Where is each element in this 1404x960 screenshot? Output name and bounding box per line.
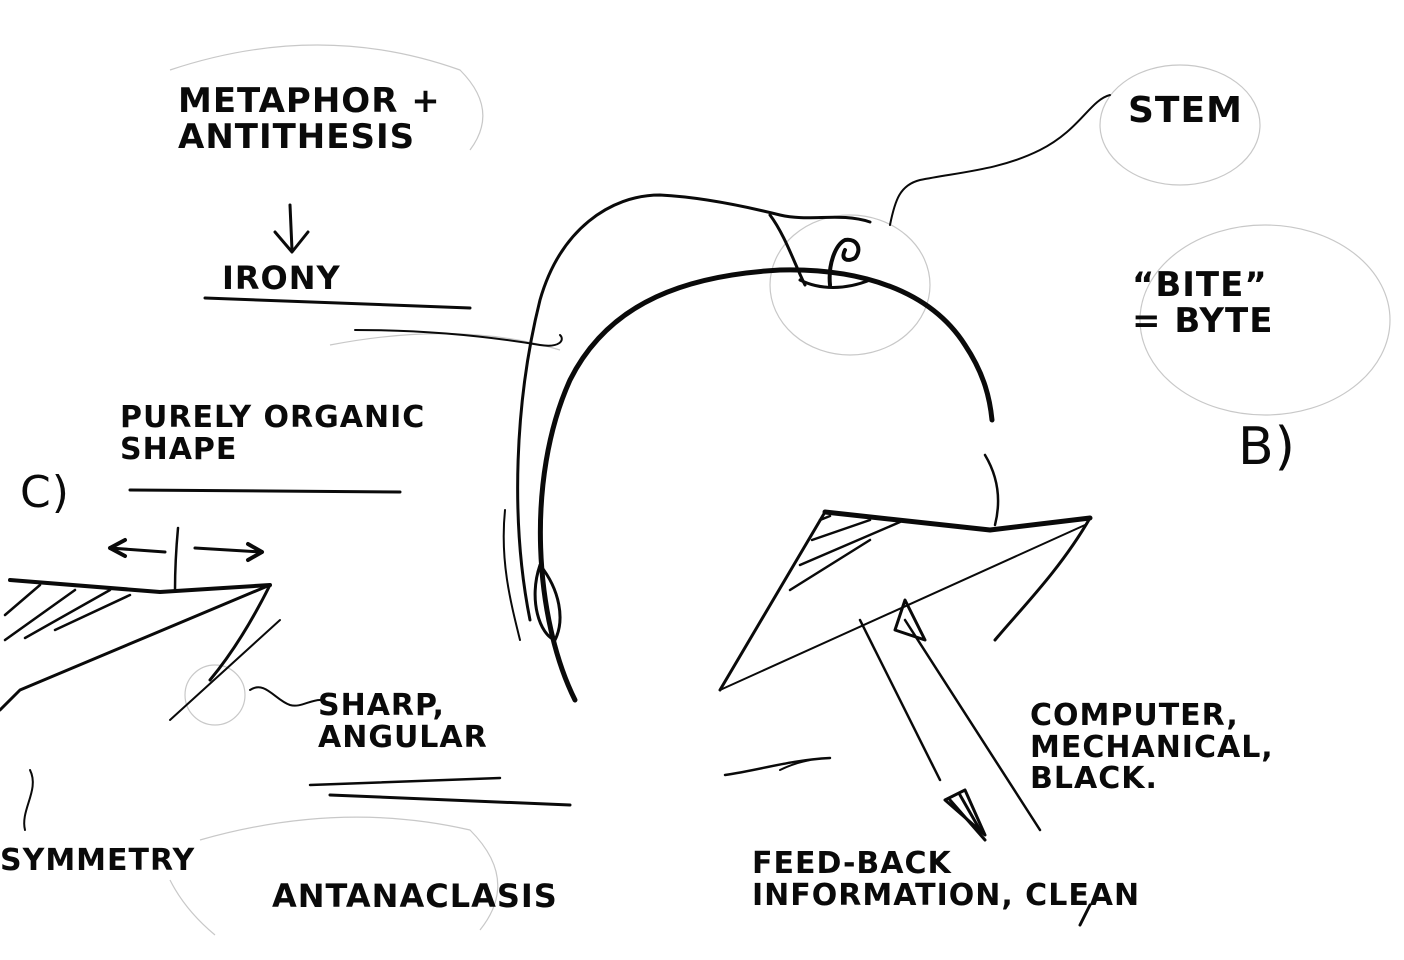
metaphor-antithesis-label: METAPHOR + ANTITHESIS [178,84,441,155]
irony-label: IRONY [222,262,341,296]
stem-label: STEM [1128,92,1243,130]
sharp-angular-label: SHARP, ANGULAR [318,690,488,753]
computer-mechanical-label: COMPUTER, MECHANICAL, BLACK. [1030,700,1274,795]
bite-byte-label: “BITE” = BYTE [1132,268,1273,339]
label-b: b) [1238,420,1296,475]
underlines [130,298,1090,925]
antanaclasis-label: ANTANACLASIS [272,880,558,914]
organic-shape-label: PURELY ORGANIC SHAPE [120,402,425,465]
symmetry-label: SYMMETRY [0,845,195,877]
faint-guide-circles [170,45,1390,935]
wedge-c [0,528,280,830]
feedback-information-label: FEED-BACK INFORMATION, CLEAN [752,848,1140,911]
apple-body [504,195,998,775]
arrow-down [275,205,308,252]
label-c: c) [20,470,70,516]
